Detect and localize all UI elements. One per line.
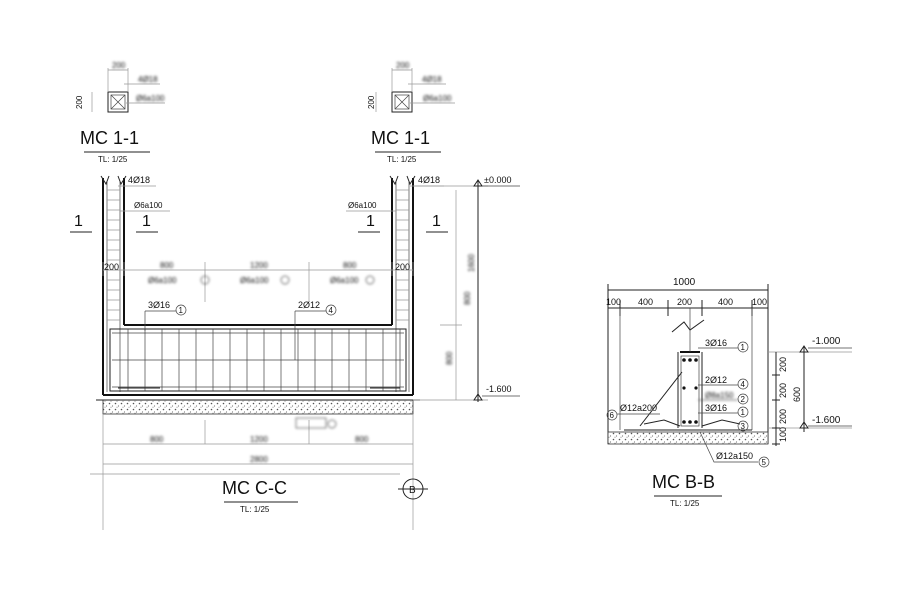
cut-mark-left: 1 — [74, 213, 83, 230]
svg-text:Ø6a100: Ø6a100 — [240, 276, 269, 285]
width-part-1: 100 — [606, 297, 621, 307]
stirrup-label: Ø6a100 — [423, 94, 452, 103]
bar-3-callout: 3Ø16 — [705, 403, 727, 413]
side-bar-mark: 6 — [610, 411, 615, 420]
lean-concrete-layer — [102, 399, 414, 415]
top-bar-mark: 1 — [179, 306, 184, 315]
bottom-bar-callout: Ø12a150 — [716, 451, 753, 461]
vertical-dim-3: 800 — [445, 351, 454, 365]
top-span-dim-1: 800 — [160, 261, 174, 270]
width-part-4: 400 — [718, 297, 733, 307]
overall-height: 600 — [792, 387, 802, 402]
post-rebar-left: 4Ø18 — [128, 175, 150, 185]
width-part-2: 400 — [638, 297, 653, 307]
bottom-dim-3: 800 — [355, 435, 369, 444]
post-section-outline — [391, 91, 413, 113]
svg-text:Ø8a150: Ø8a150 — [705, 391, 734, 400]
blurred-label-below — [295, 417, 337, 429]
stirrup-label: Ø6a100 — [136, 94, 165, 103]
height-part-1: 200 — [778, 357, 788, 372]
post-width-right: 200 — [395, 262, 410, 272]
height-part-2: 200 — [778, 383, 788, 398]
lean-concrete-layer — [607, 431, 769, 445]
stirrup-outline — [110, 94, 126, 110]
vertical-dim-1: 1600 — [467, 254, 476, 272]
post-stirrup-left: Ø6a100 — [134, 201, 163, 210]
section-c-c: 1 1 1 1 4Ø18 Ø6a100 4Ø18 Ø6a100 200 200 … — [70, 175, 520, 530]
main-rebar-label: 4Ø18 — [422, 75, 442, 84]
bar-1-callout: 3Ø16 — [705, 338, 727, 348]
bar-mark-3: 3 — [741, 422, 746, 431]
blurred-bar-callout: Ø8a150 — [698, 391, 738, 401]
section-scale: TL: 1/25 — [98, 155, 128, 164]
beam-section — [619, 308, 753, 431]
section-cross-icon — [110, 94, 126, 110]
section-title: MC B-B — [652, 472, 715, 492]
section-height-dim: 200 — [75, 95, 84, 109]
top-bar-callout: 3Ø16 — [148, 300, 170, 310]
section-cross-icon — [394, 94, 410, 110]
top-bar-mark-circle — [175, 304, 187, 316]
bottom-dim-1: 800 — [150, 435, 164, 444]
bar-2-mark: 4 — [741, 380, 746, 389]
bar-mark-2: 2 — [741, 395, 746, 404]
grid-bubble-label: B — [409, 485, 416, 496]
level-bottom: -1.600 — [812, 415, 841, 426]
top-span-dim-2: 1200 — [250, 261, 268, 270]
stirrup-outline — [394, 94, 410, 110]
level-top: ±0.000 — [484, 175, 511, 185]
section-width-dim: 200 — [396, 61, 410, 70]
top-span-dim-3: 800 — [343, 261, 357, 270]
footing-beam — [103, 324, 413, 396]
level-bottom: -1.600 — [486, 384, 512, 394]
section-scale: TL: 1/25 — [387, 155, 417, 164]
post-section-outline — [107, 91, 129, 113]
post-stirrup-right: Ø6a100 — [348, 201, 377, 210]
mid-bar-mark-circle — [325, 304, 337, 316]
bottom-bar-mark: 5 — [762, 458, 767, 467]
width-part-3: 200 — [677, 297, 692, 307]
svg-text:Ø6a100: Ø6a100 — [330, 276, 359, 285]
section-title: MC 1-1 — [371, 128, 430, 148]
overall-width-dim: 1000 — [673, 277, 696, 288]
left-post — [100, 175, 127, 395]
blurred-callouts-row: Ø6a100 Ø6a100 Ø6a100 — [148, 275, 375, 285]
section-scale: TL: 1/25 — [670, 499, 700, 508]
svg-text:Ø6a100: Ø6a100 — [148, 276, 177, 285]
level-top: -1.000 — [812, 336, 841, 347]
cut-mark-inner-left: 1 — [142, 213, 151, 230]
section-title: MC 1-1 — [80, 128, 139, 148]
height-part-4: 100 — [778, 427, 788, 442]
width-part-5: 100 — [752, 297, 767, 307]
section-scale: TL: 1/25 — [240, 505, 270, 514]
section-b-b: 1000 100 400 200 400 100 — [606, 277, 852, 508]
main-rebar-label: 4Ø18 — [138, 75, 158, 84]
section-1-1-right: 200 200 4Ø18 Ø6a100 MC 1-1 TL: 1/25 — [367, 61, 455, 164]
side-bar-callout: Ø12a200 — [620, 403, 657, 413]
bar-2-callout: 2Ø12 — [705, 375, 727, 385]
bar-1-mark: 1 — [741, 343, 746, 352]
post-width-left: 200 — [104, 262, 119, 272]
cut-mark-right: 1 — [432, 213, 441, 230]
post-rebar-right: 4Ø18 — [418, 175, 440, 185]
bar-3-mark: 1 — [741, 408, 746, 417]
section-width-dim: 200 — [112, 61, 126, 70]
right-post — [389, 175, 416, 395]
overall-dim: 2800 — [250, 455, 268, 464]
bottom-dim-2: 1200 — [250, 435, 268, 444]
cut-mark-inner-right: 1 — [366, 213, 375, 230]
section-height-dim: 200 — [367, 95, 376, 109]
section-title: MC C-C — [222, 478, 287, 498]
section-1-1-left: 200 200 4Ø18 Ø6a100 MC 1-1 TL: 1/25 — [75, 61, 165, 164]
height-part-3: 200 — [778, 409, 788, 424]
vertical-dim-2: 800 — [463, 291, 472, 305]
mid-bar-mark: 4 — [329, 306, 334, 315]
mid-bar-callout: 2Ø12 — [298, 300, 320, 310]
